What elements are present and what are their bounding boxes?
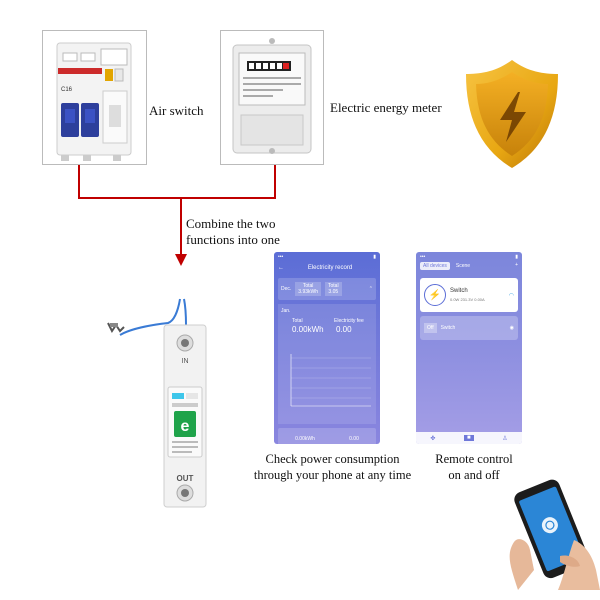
nav-home-icon[interactable]: ✤ — [430, 435, 436, 442]
lightning-icon: ⚡ — [424, 284, 446, 306]
nav-devices-icon[interactable]: ■ — [463, 435, 474, 441]
air-switch-device: C16 — [56, 42, 132, 161]
tab-all-devices[interactable]: All devices — [420, 262, 450, 270]
offline-icon: Off — [424, 323, 437, 333]
remote-caption-line2: on and off — [448, 468, 500, 482]
section-label: Jan. — [281, 308, 291, 314]
combine-label-line1: Combine the two — [186, 216, 276, 231]
nav-profile-icon[interactable]: ♙ — [502, 435, 508, 442]
energy-meter-device — [232, 38, 312, 154]
fee-value: 3.05 — [328, 289, 339, 295]
bottom-value: 0.00 — [349, 436, 359, 442]
connector-line-right — [274, 165, 276, 199]
device1-name: Switch — [450, 288, 468, 294]
air-switch-image: C16 — [42, 30, 147, 165]
smart-breaker-device: IN e OUT — [100, 285, 230, 515]
stat2-label: Electricity fee — [334, 318, 364, 324]
check-caption-line1: Check power consumption — [265, 452, 400, 466]
total-label: Total — [302, 283, 314, 289]
device1-values: 0.0W 231.3V 0.00A — [450, 297, 485, 302]
remote-caption-line1: Remote control — [435, 452, 513, 466]
breaker-out-label: OUT — [177, 474, 194, 483]
month-summary-card[interactable]: Dec. Total 3.93kWh Total 3.05 ⌃ — [278, 278, 376, 300]
wifi-icon: ◠ — [508, 292, 514, 299]
bottom-total: 0.00kWh — [295, 436, 315, 442]
bottom-summary-card: 0.00kWh 0.00 — [278, 428, 376, 444]
device2-name: Switch — [440, 325, 456, 331]
fee-label: Total — [328, 283, 339, 289]
device-card-2[interactable]: Off Switch ◉ — [420, 316, 518, 340]
back-arrow-icon[interactable]: ← — [278, 265, 284, 271]
rating-text: C16 — [61, 87, 73, 93]
connector-line-horizontal — [78, 197, 276, 199]
device-list-screen: •••▮ All devices Scene + ⚡ Switch 0.0W 2… — [416, 252, 522, 444]
status-bar: •••▮ — [278, 254, 376, 260]
stat1-value: 0.00kWh — [292, 325, 324, 334]
connector-line-left — [78, 165, 80, 199]
check-caption: Check power consumption through your pho… — [240, 451, 425, 483]
month-label: Dec. — [281, 286, 292, 292]
power-icon[interactable]: ◉ — [509, 325, 514, 331]
hand-holding-phone-image — [488, 470, 600, 590]
remote-caption: Remote control on and off — [424, 451, 524, 483]
usage-chart — [290, 354, 371, 407]
bottom-nav: ✤ ■ ♙ — [416, 432, 522, 444]
energy-meter-label: Electric energy meter — [330, 100, 442, 115]
tab-scene[interactable]: Scene — [455, 263, 471, 269]
add-icon[interactable]: + — [515, 262, 518, 268]
total-value: 3.93kWh — [298, 289, 319, 295]
device-card-1[interactable]: ⚡ Switch 0.0W 231.3V 0.00A ◠ — [420, 278, 518, 312]
breaker-logo-letter: e — [181, 418, 190, 435]
combine-label-line2: functions into one — [186, 232, 280, 247]
energy-meter-image — [220, 30, 324, 165]
detail-panel: Jan. Total 0.00kWh Electricity fee 0.00 — [278, 304, 376, 424]
check-caption-line2: through your phone at any time — [253, 468, 412, 482]
status-bar-2: •••▮ — [420, 254, 518, 260]
screen-title: Electricity record — [307, 265, 353, 271]
stat1-label: Total — [292, 318, 303, 324]
connector-line-down — [180, 197, 182, 255]
chevron-up-icon[interactable]: ⌃ — [368, 286, 373, 292]
arrow-down-icon — [175, 254, 187, 266]
electricity-record-screen: •••▮ ← Electricity record Dec. Total 3.9… — [274, 252, 380, 444]
air-switch-label: Air switch — [149, 103, 204, 118]
shield-lightning-icon — [462, 58, 562, 170]
stat2-value: 0.00 — [336, 325, 352, 334]
breaker-in-label: IN — [182, 358, 189, 365]
